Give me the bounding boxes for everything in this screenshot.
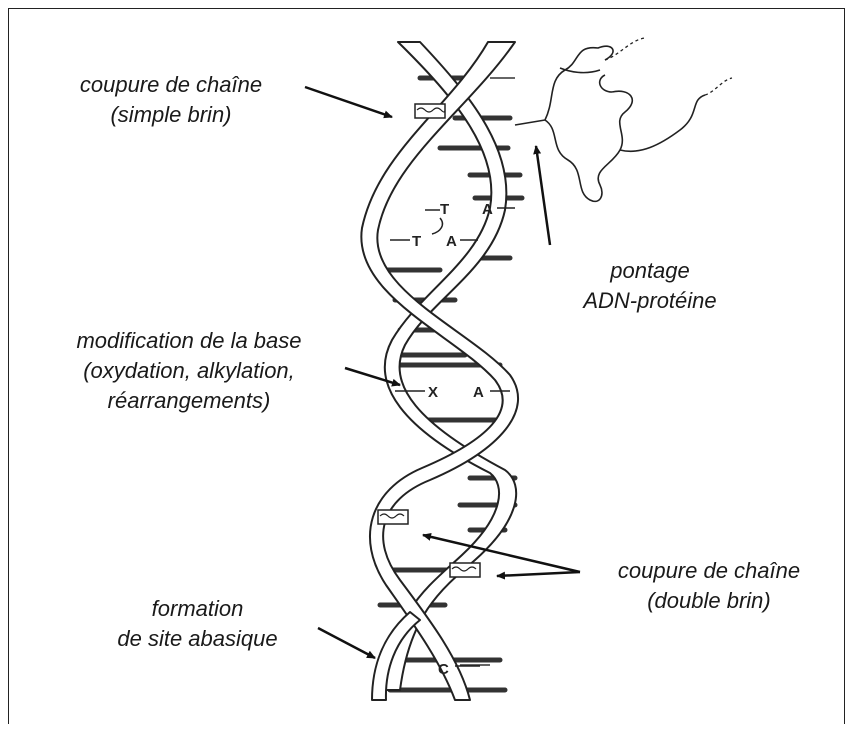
base-a-1: A xyxy=(482,201,493,218)
label-single-strand-break: coupure de chaîne (simple brin) xyxy=(40,70,302,130)
base-t-2: T xyxy=(412,233,421,250)
protein-strand xyxy=(515,46,705,201)
helix-strands xyxy=(361,42,518,700)
base-a-2: A xyxy=(446,233,457,250)
base-t-1: T xyxy=(440,201,449,218)
base-a-3: A xyxy=(473,384,484,401)
label-double-strand-break: coupure de chaîne (double brin) xyxy=(578,556,840,616)
label-dna-protein-crosslink: pontage ADN-protéine xyxy=(535,256,765,316)
base-c: C xyxy=(438,661,449,678)
base-x-modified: X xyxy=(428,384,438,401)
label-base-modification: modification de la base (oxydation, alky… xyxy=(30,326,348,416)
label-abasic-site: formation de site abasique xyxy=(75,594,320,654)
